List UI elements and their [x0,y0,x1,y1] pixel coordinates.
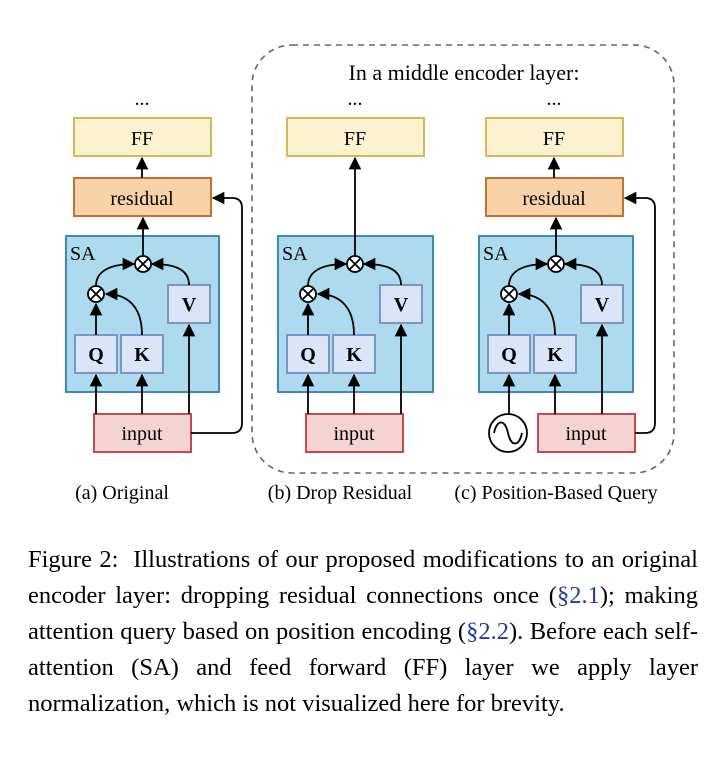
q-label: Q [88,344,104,366]
v-box [379,284,423,324]
q-box [487,334,531,374]
ff-label: FF [344,128,366,150]
caption-tail: ). Before each self-attention (SA) and f… [28,618,698,717]
k-label: K [547,344,563,366]
multiply-icon [547,255,565,273]
v-box [580,284,624,324]
ff-box [73,117,212,157]
position-encoding-icon [488,413,528,453]
caption-lead: Figure 2: Illustrations of our proposed … [28,546,698,609]
ff-box [286,117,425,157]
v-box [167,284,211,324]
middle-layer-group [251,44,675,474]
arrows [502,156,656,434]
section-reference-link[interactable]: §2.2 [466,618,509,645]
v-label: V [595,294,610,316]
multiply-icon [87,285,105,303]
residual-label: residual [522,188,586,210]
k-label: K [346,344,362,366]
v-label: V [182,294,197,316]
sa-label: SA [70,243,96,265]
arrows [301,156,408,414]
panel-b-drop-residual: ... FF SA V Q K input ( [268,88,434,504]
figure-caption: Figure 2: Illustrations of our proposed … [28,542,698,722]
k-box [332,334,376,374]
panel-a-caption: (a) Original [75,482,169,504]
q-box [286,334,330,374]
residual-label: residual [110,188,174,210]
ff-label: FF [543,128,565,150]
input-label: input [333,423,375,445]
sa-label: SA [282,243,308,265]
multiply-icon [299,285,317,303]
ff-box [485,117,624,157]
input-box [537,413,636,453]
middle-layer-title: In a middle encoder layer: [349,60,580,85]
q-label: Q [501,344,517,366]
ellipsis-label: ... [348,88,363,110]
panel-c-caption: (c) Position-Based Query [454,482,657,504]
v-label: V [394,294,409,316]
input-label: input [121,423,163,445]
multiply-icon [346,255,364,273]
k-label: K [134,344,150,366]
input-label: input [565,423,607,445]
q-label: Q [300,344,316,366]
ff-label: FF [131,128,153,150]
ellipsis-label: ... [547,88,562,110]
multiply-icon [134,255,152,273]
panel-b-caption: (b) Drop Residual [268,482,413,504]
sa-label: SA [483,243,509,265]
panel-a-original: ... FF residual SA V Q K input [65,88,243,504]
k-box [120,334,164,374]
figure-diagram: In a middle encoder layer: ... FF residu… [65,44,675,504]
caption-middle: ); making attention query based on posit… [28,582,698,645]
section-reference-link[interactable]: §2.1 [556,582,600,609]
input-box [305,413,404,453]
multiply-icon [500,285,518,303]
input-box [93,413,192,453]
arrows [89,156,243,434]
panel-c-position-based-query: ... FF residual SA V Q K input [454,88,657,504]
ellipsis-label: ... [135,88,150,110]
